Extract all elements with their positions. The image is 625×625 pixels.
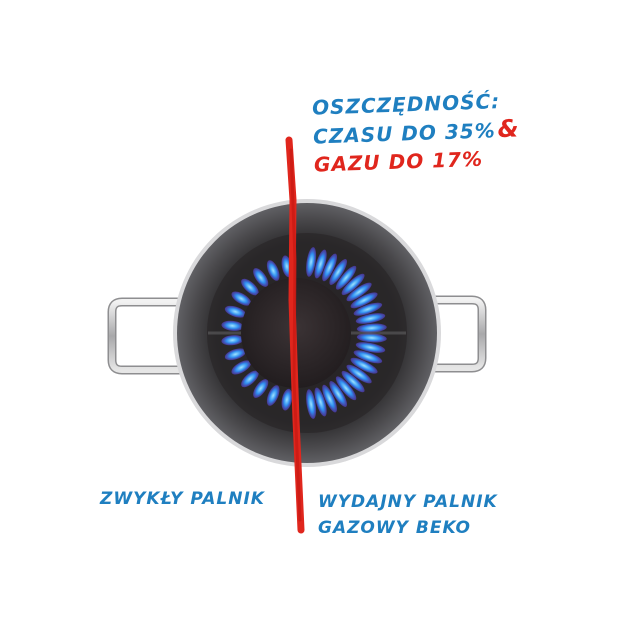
flame: [241, 370, 259, 388]
flame: [221, 335, 244, 346]
flame: [306, 247, 317, 277]
headline-ampersand: &: [497, 114, 521, 144]
flame: [341, 370, 365, 393]
flame: [341, 273, 365, 296]
standard-burner-label: ZWYKŁY PALNIK: [100, 489, 265, 509]
headline-line-2: CZASU DO 35%: [312, 118, 497, 149]
left-handle: [107, 297, 188, 375]
flame: [231, 291, 252, 306]
beko-burner-label: WYDAJNY PALNIK GAZOWY BEKO: [318, 489, 498, 541]
beko-burner-label-line-1: WYDAJNY PALNIK: [318, 492, 498, 512]
flame: [241, 278, 259, 296]
flame: [350, 357, 378, 374]
flame: [221, 320, 244, 331]
right-handle: [435, 295, 487, 373]
flame: [224, 348, 246, 361]
flame: [335, 376, 357, 401]
flame: [224, 305, 246, 318]
flame: [353, 350, 383, 364]
burner-flames: [221, 247, 387, 419]
flame: [322, 253, 338, 282]
flame: [253, 268, 269, 287]
flame: [306, 389, 317, 419]
flame: [353, 302, 383, 316]
flame: [329, 259, 348, 285]
flame: [356, 333, 387, 343]
flame: [253, 379, 269, 398]
flame: [314, 387, 327, 417]
flame: [314, 249, 327, 279]
savings-headline: OSZCZĘDNOŚĆ: CZASU DO 35%& GAZU DO 17%: [312, 86, 521, 178]
flame: [322, 384, 338, 413]
red-divider-stroke: [285, 136, 305, 534]
flame: [350, 292, 378, 309]
flame: [346, 282, 372, 302]
flame: [355, 313, 386, 324]
flame: [281, 388, 293, 411]
flame: [266, 260, 280, 281]
flame: [231, 360, 252, 375]
flame: [335, 265, 357, 290]
beko-burner-label-line-2: GAZOWY BEKO: [318, 518, 471, 538]
flame: [346, 364, 372, 384]
flame: [329, 381, 348, 407]
flame: [355, 342, 386, 353]
flame: [356, 323, 387, 333]
flame: [266, 385, 280, 406]
